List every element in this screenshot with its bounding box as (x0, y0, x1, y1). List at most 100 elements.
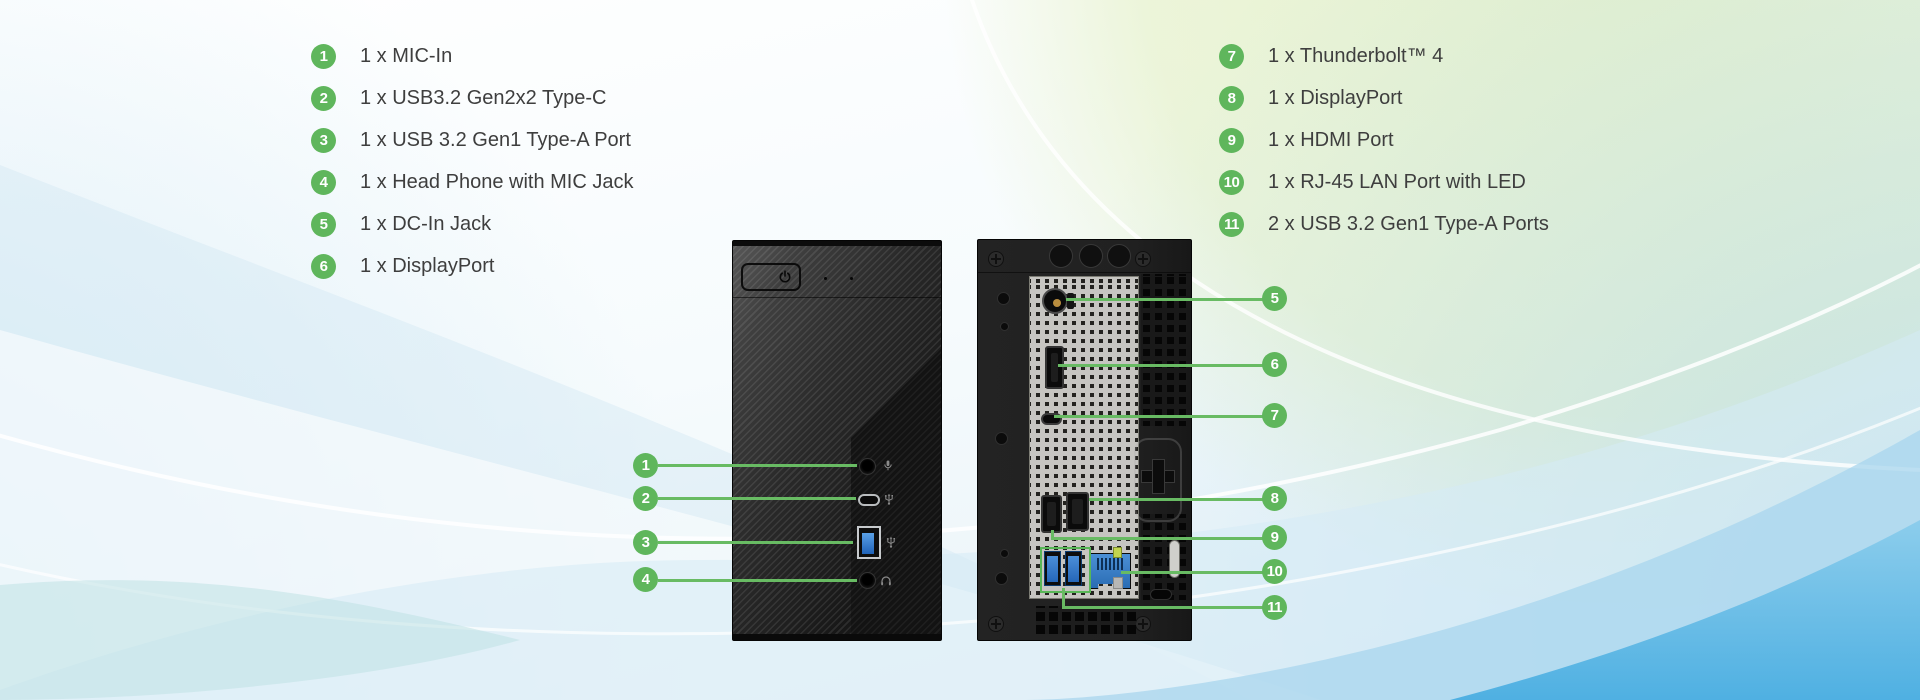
front-view-device (732, 240, 942, 641)
callout-3-badge: 3 (633, 530, 658, 555)
hdmi-port (1041, 495, 1062, 533)
port-slot (1047, 502, 1056, 526)
number-badge-4: 4 (311, 170, 336, 195)
port-slot (1072, 499, 1083, 524)
kensington-slot (1150, 589, 1172, 600)
spec-item-7: 7 1 x Thunderbolt™ 4 (1219, 44, 1549, 69)
number-badge-11: 11 (1219, 212, 1244, 237)
cable-clip (1067, 293, 1074, 309)
number-badge-3: 3 (311, 128, 336, 153)
number-badge-2: 2 (311, 86, 336, 111)
spec-label-5: 1 x DC-In Jack (360, 213, 492, 235)
chassis-hole (997, 292, 1010, 305)
rear-spec-list: 7 1 x Thunderbolt™ 4 8 1 x DisplayPort 9… (1219, 44, 1549, 254)
chassis-hole (995, 432, 1008, 445)
callout-8-line (1089, 498, 1263, 501)
mic-in-jack (859, 458, 876, 475)
spec-label-6: 1 x DisplayPort (360, 255, 495, 277)
number-badge-6: 6 (311, 254, 336, 279)
spec-item-3: 3 1 x USB 3.2 Gen1 Type-A Port (311, 128, 633, 153)
spec-label-10: 1 x RJ-45 LAN Port with LED (1268, 171, 1526, 193)
bottom-vent-grid (1036, 606, 1136, 634)
mount-cross-cutout (1152, 459, 1165, 494)
spec-label-1: 1 x MIC-In (360, 45, 453, 67)
chassis-hole (995, 572, 1008, 585)
rear-view-device (977, 239, 1192, 641)
number-badge-9: 9 (1219, 128, 1244, 153)
side-vent-grid (1141, 514, 1187, 600)
displayport-rear-bottom (1066, 492, 1089, 531)
spec-label-2: 1 x USB3.2 Gen2x2 Type-C (360, 87, 607, 109)
usb-icon (884, 493, 893, 505)
usb-icon (886, 536, 895, 548)
case-screw (1135, 616, 1151, 632)
callout-1-line (658, 464, 857, 467)
spec-item-11: 11 2 x USB 3.2 Gen1 Type-A Ports (1219, 212, 1549, 237)
spec-item-2: 2 1 x USB3.2 Gen2x2 Type-C (311, 86, 633, 111)
usb-pair-highlight-outline (1040, 547, 1091, 593)
chassis-hole (1000, 549, 1009, 558)
callout-2-line (658, 497, 856, 500)
number-badge-8: 8 (1219, 86, 1244, 111)
usb-a-port-rear-1 (1044, 551, 1061, 586)
number-badge-5: 5 (311, 212, 336, 237)
callout-11-badge: 11 (1262, 595, 1287, 620)
callout-11-line (1062, 606, 1263, 609)
case-screw (988, 616, 1004, 632)
dc-in-jack (1042, 288, 1068, 314)
callout-5-badge: 5 (1262, 286, 1287, 311)
case-screw (1135, 251, 1151, 267)
lan-led (1113, 547, 1122, 558)
spec-item-8: 8 1 x DisplayPort (1219, 86, 1549, 111)
callout-10-line (1121, 571, 1263, 574)
power-icon (779, 270, 791, 283)
spec-label-9: 1 x HDMI Port (1268, 129, 1394, 151)
callout-9-badge: 9 (1262, 525, 1287, 550)
callout-4-badge: 4 (633, 567, 658, 592)
callout-6-line (1058, 364, 1263, 367)
latch-slot (1169, 540, 1180, 578)
top-flange-seam (978, 272, 1191, 273)
callout-7-line (1054, 415, 1263, 418)
mount-cutout-outline (1134, 438, 1182, 522)
spec-item-9: 9 1 x HDMI Port (1219, 128, 1549, 153)
callout-8-badge: 8 (1262, 486, 1287, 511)
usb-c-port-front (858, 494, 880, 506)
usb-blue-tongue (1047, 556, 1058, 582)
usb-a-port-front (857, 526, 881, 559)
headphone-icon (881, 576, 891, 586)
spec-item-10: 10 1 x RJ-45 LAN Port with LED (1219, 170, 1549, 195)
side-vent-grid (1141, 274, 1187, 426)
callout-10-badge: 10 (1262, 559, 1287, 584)
callout-2-badge: 2 (633, 486, 658, 511)
callout-9-line (1051, 537, 1263, 540)
spec-label-3: 1 x USB 3.2 Gen1 Type-A Port (360, 129, 631, 151)
spec-item-6: 6 1 x DisplayPort (311, 254, 633, 279)
chassis-hole (1000, 322, 1009, 331)
callout-9-line-vertical (1051, 530, 1054, 539)
headphone-jack (859, 572, 876, 589)
front-spec-list: 1 1 x MIC-In 2 1 x USB3.2 Gen2x2 Type-C … (311, 44, 633, 296)
rear-io-plate (1029, 276, 1139, 599)
lan-indicator-block (1113, 577, 1123, 589)
callout-4-line (658, 579, 857, 582)
power-button (741, 263, 801, 291)
callout-3-line (658, 541, 853, 544)
antenna-knockout-hole (1049, 244, 1073, 268)
mic-hole-dot (850, 277, 853, 280)
usb-blue-tongue (862, 533, 874, 554)
mic-hole-dot (824, 277, 827, 280)
spec-label-8: 1 x DisplayPort (1268, 87, 1403, 109)
callout-7-badge: 7 (1262, 403, 1287, 428)
antenna-knockout-hole (1107, 244, 1131, 268)
number-badge-1: 1 (311, 44, 336, 69)
panel-seam (733, 297, 941, 298)
case-screw (988, 251, 1004, 267)
callout-1-badge: 1 (633, 453, 658, 478)
number-badge-7: 7 (1219, 44, 1244, 69)
spec-label-7: 1 x Thunderbolt™ 4 (1268, 45, 1444, 67)
antenna-knockout-hole (1079, 244, 1103, 268)
top-edge (733, 241, 941, 246)
